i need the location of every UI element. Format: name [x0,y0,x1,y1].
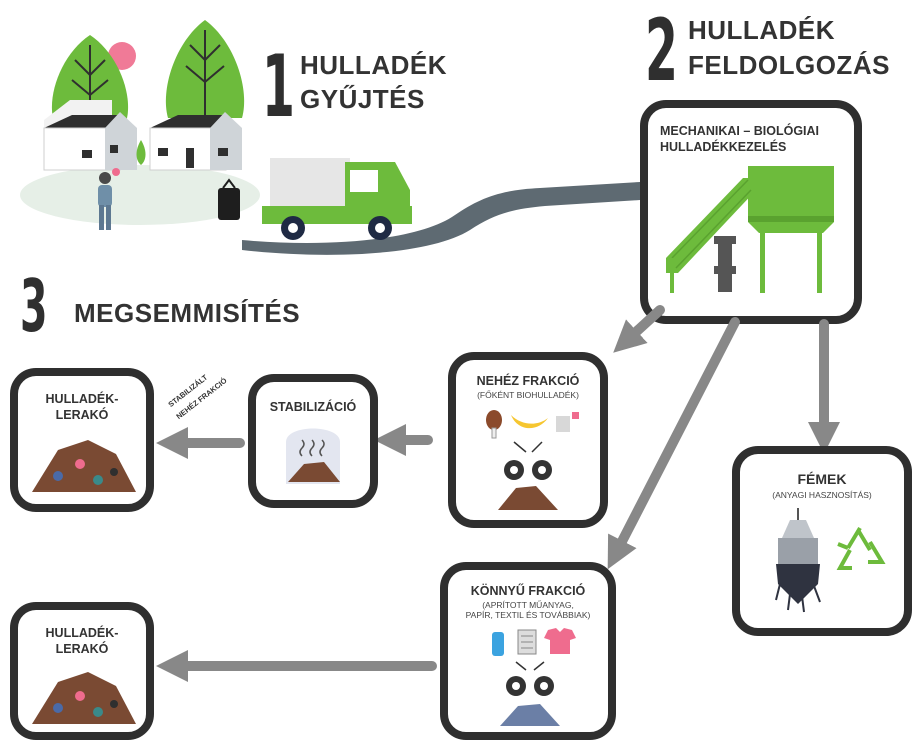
landfill2-title-line2: LERAKÓ [55,642,109,656]
house-icon [149,112,242,171]
landfill2-title-line1: HULLADÉK- [45,626,119,640]
step2-number: 2 [645,1,678,101]
heavy-subtitle: (FŐKÉNT BIOHULLADÉK) [477,390,579,400]
step1-number: 1 [262,37,295,137]
light-subtitle-line1: (APRÍTOTT MŰANYAG, [482,600,574,610]
mbt-title-line1: MECHANIKAI – BIOLÓGIAI [660,124,820,138]
light-title: KÖNNYŰ FRAKCIÓ [470,584,586,598]
heavy-fraction-box: NEHÉZ FRAKCIÓ (FŐKÉNT BIOHULLADÉK) [448,352,608,528]
person-icon [98,168,120,230]
bottle-icon [492,632,504,656]
magnet-icon [775,508,821,613]
waste-pile-icon [498,486,558,510]
landfill1-title-line2: LERAKÓ [55,408,109,422]
stabilization-box: STABILIZÁCIÓ [248,374,378,508]
light-icons [492,628,576,726]
heavy-title: NEHÉZ FRAKCIÓ [476,374,580,388]
gear-icon [532,460,552,480]
stabilization-icon [286,428,340,484]
teabag-icon [556,412,579,432]
mbt-title-line2: HULLADÉKKEZELÉS [660,140,787,154]
arrow-icon [613,305,665,353]
stabilization-title: STABILIZÁCIÓ [269,400,357,414]
road-icon [242,182,640,255]
gear-icon [506,676,526,696]
drumstick-icon [486,410,502,439]
tshirt-icon [544,628,576,654]
metals-box: FÉMEK (ANYAGI HASZNOSÍTÁS) [732,446,912,636]
mbt-plant-icon [666,166,834,293]
tree-icon [165,20,245,125]
landfill-box-2: HULLADÉK- LERAKÓ [10,602,154,740]
garbage-truck-icon [262,158,412,240]
arrow-icon [607,317,740,570]
step2-title-line1: HULLADÉK [688,15,835,45]
landfill1-pile [32,440,136,492]
recycle-icon [836,526,886,570]
gear-icon [504,460,524,480]
banana-icon [511,415,548,429]
steam-icon [299,439,325,457]
heavy-icons [486,410,579,510]
house-icon [43,100,137,171]
trash-bag-icon [218,178,240,220]
light-fraction-box: KÖNNYŰ FRAKCIÓ (APRÍTOTT MŰANYAG, PAPÍR,… [440,562,616,740]
step2-title-line2: FELDOLGOZÁS [688,50,890,80]
step1-title-line1: HULLADÉK [300,50,447,80]
step3-title: MEGSEMMISÍTÉS [74,298,301,328]
step3-number: 3 [20,264,48,348]
metals-subtitle: (ANYAGI HASZNOSÍTÁS) [772,490,872,500]
light-subtitle-line2: PAPÍR, TEXTIL ÉS TOVÁBBIAK) [465,610,591,620]
landfill2-pile [32,672,136,724]
newspaper-icon [517,629,537,655]
metals-icons [775,508,886,613]
landfill-box-1: HULLADÉK- LERAKÓ [10,368,154,512]
waste-pile-icon [500,704,560,726]
gear-icon [534,676,554,696]
waste-pile-icon [288,462,340,482]
landfill1-title-line1: HULLADÉK- [45,392,119,406]
mbt-box: MECHANIKAI – BIOLÓGIAI HULLADÉKKEZELÉS [640,100,862,324]
metals-title: FÉMEK [797,471,847,487]
step1-title-line2: GYŰJTÉS [300,84,425,114]
